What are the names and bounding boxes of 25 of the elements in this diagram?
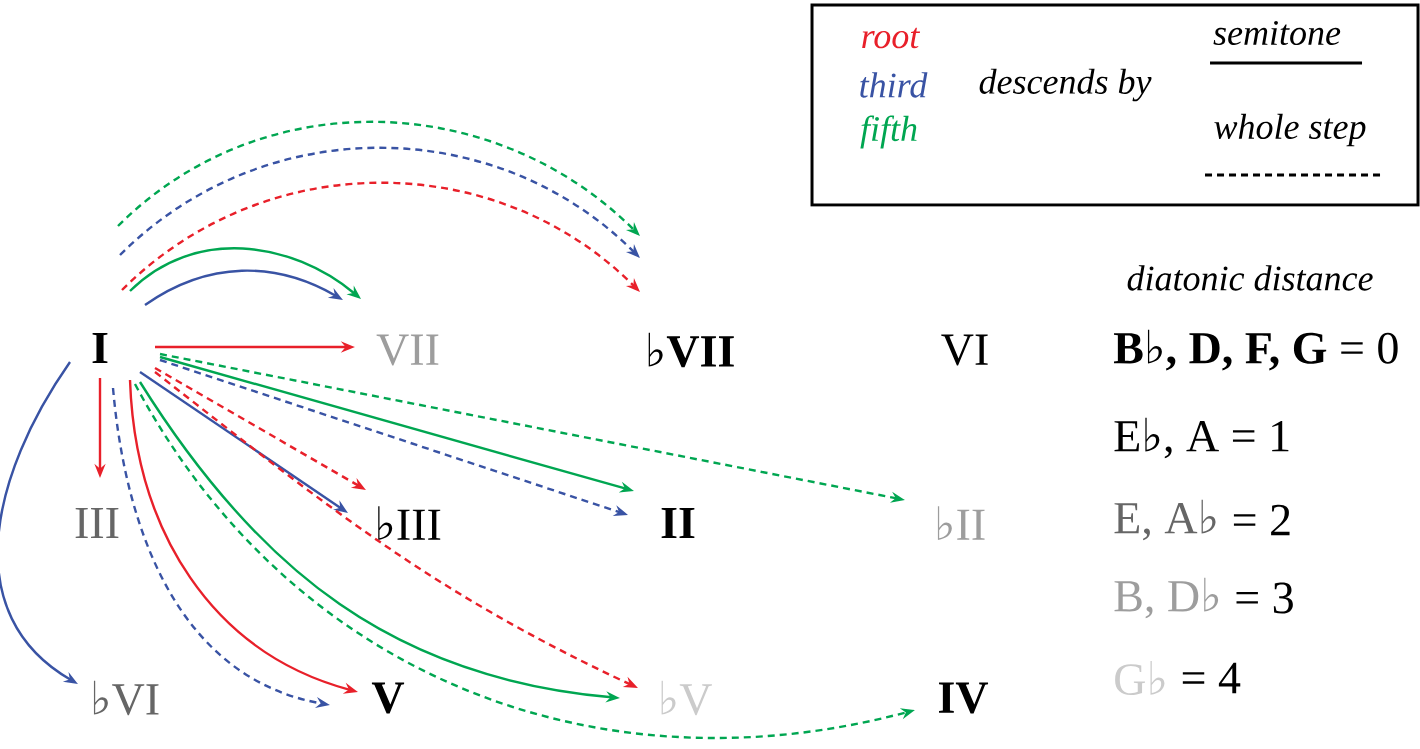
legend-label: semitone bbox=[1213, 20, 1341, 46]
numeral-label: ♭VI bbox=[93, 680, 159, 716]
numeral-label: ♭II bbox=[937, 506, 985, 540]
heading-text: descends by bbox=[979, 68, 1152, 102]
numeral-label: III bbox=[75, 507, 119, 539]
distance-text: E, A♭ bbox=[1114, 499, 1216, 541]
numeral-label: ♭III bbox=[378, 506, 441, 540]
legend-label: third bbox=[860, 72, 928, 98]
numeral-label: VII bbox=[376, 334, 439, 366]
legend-label: whole step bbox=[1214, 113, 1366, 147]
numeral-label: VI bbox=[941, 334, 988, 366]
numeral-label: V bbox=[371, 682, 405, 714]
distance-text: = 2 bbox=[1233, 504, 1290, 536]
numeral-label: I bbox=[92, 332, 108, 364]
numeral-label: ♭VII bbox=[648, 332, 734, 368]
distance-text: E♭, A = 1 bbox=[1114, 417, 1289, 459]
numeral-label: II bbox=[661, 507, 695, 539]
legend-label: fifth bbox=[860, 115, 917, 149]
heading-text: diatonic distance bbox=[1127, 265, 1373, 291]
numeral-label: IV bbox=[939, 682, 989, 714]
distance-text: B, D♭ bbox=[1114, 577, 1219, 619]
legend-label: root bbox=[862, 27, 921, 49]
distance-text: = 3 bbox=[1236, 582, 1293, 614]
distance-text: = 4 bbox=[1182, 662, 1241, 694]
distance-text: B♭, D, F, G = 0 bbox=[1114, 329, 1398, 371]
